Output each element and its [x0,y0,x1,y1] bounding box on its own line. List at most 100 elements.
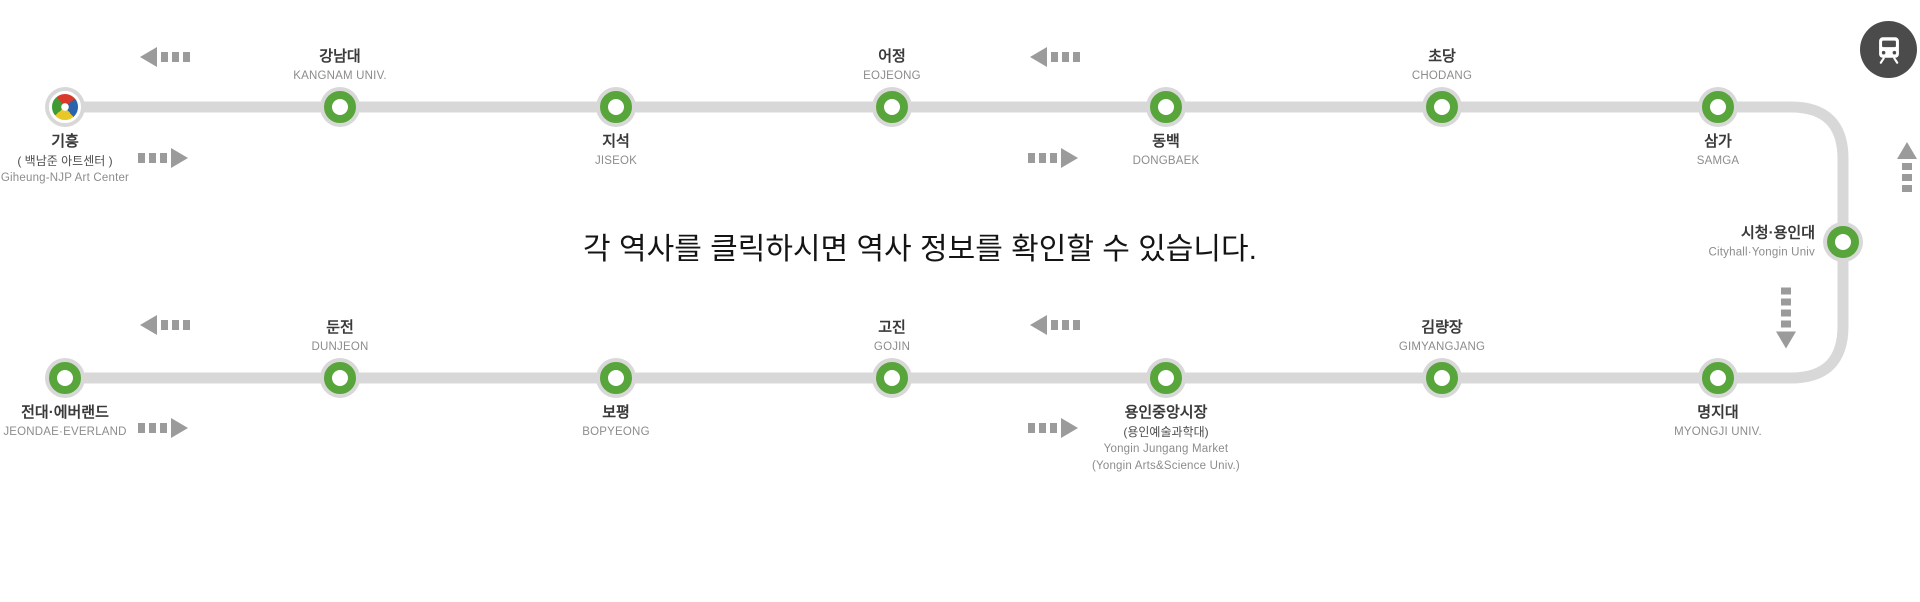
station-label-line: 어정 [878,48,906,65]
station-label-myongji-univ: 명지대 MYONGJI UNIV. [1674,402,1762,441]
arrow-dash [1781,298,1791,306]
station-label-line: Cityhall·Yongin Univ [1708,246,1815,259]
station-marker-kangnam-univ[interactable] [324,91,356,123]
station-marker-jiseok[interactable] [600,91,632,123]
station-label-line: 용인중앙시장 [1124,404,1208,421]
arrow-dash [172,320,179,330]
station-marker-samga[interactable] [1702,91,1734,123]
arrow-dash [1050,153,1057,163]
arrow-dash [149,423,156,433]
station-label-line: 강남대 [319,48,361,65]
station-marker-yongin-jungang-market[interactable] [1150,362,1182,394]
station-label-line: 기흥 [51,133,79,150]
station-marker-jeondae-everland[interactable] [49,362,81,394]
station-label-chodang: 초당 CHODANG [1412,46,1472,85]
station-marker-gojin[interactable] [876,362,908,394]
arrow-dash [172,52,179,62]
station-label-line: 고진 [878,319,906,336]
station-label-line: 삼가 [1704,133,1732,150]
arrow-dash [1039,153,1046,163]
station-label-line: (용인예술과학대) [1123,424,1209,439]
station-label-giheung: 기흥 ( 백남준 아트센터 ) Giheung-NJP Art Center [1,131,129,187]
arrow-dash [1051,52,1058,62]
arrow-dash [183,320,190,330]
station-label-line: SAMGA [1696,154,1740,167]
station-label-line: DUNJEON [311,340,369,353]
station-label-line: CHODANG [1411,69,1473,82]
station-label-samga: 삼가 SAMGA [1697,131,1740,170]
station-marker-cityhall-yongin-univ[interactable] [1827,226,1859,258]
station-marker-chodang[interactable] [1426,91,1458,123]
direction-arrow-left-6 [140,315,190,335]
direction-arrow-right-7 [138,418,188,438]
arrowhead-right [1061,148,1078,168]
direction-arrow-right-9 [1028,418,1078,438]
station-label-line: Yongin Jungang Market [1103,442,1229,455]
arrow-dash [1073,320,1080,330]
direction-arrow-right-3 [1028,148,1078,168]
arrow-dash [1902,174,1912,181]
arrowhead-up [1897,142,1917,159]
arrowhead-right [171,418,188,438]
arrow-dash [1781,287,1791,295]
arrow-dash [160,423,167,433]
arrow-dash [1062,52,1069,62]
station-label-line: 보평 [602,404,630,421]
station-label-gojin: 고진 GOJIN [874,317,910,356]
station-label-kangnam-univ: 강남대 KANGNAM UNIV. [293,46,387,85]
train-icon [1878,36,1899,64]
arrow-dash [161,52,168,62]
notice-text: 각 역사를 클릭하시면 역사 정보를 확인할 수 있습니다. [583,233,1257,266]
arrowhead-right [171,148,188,168]
arrow-dash [1050,423,1057,433]
station-label-line: JEONDAE·EVERLAND [3,425,127,438]
arrow-dash [1051,320,1058,330]
station-label-line: 명지대 [1697,404,1739,421]
station-marker-dunjeon[interactable] [324,362,356,394]
direction-arrow-left-0 [140,47,190,67]
arrowhead-right [1061,418,1078,438]
arrowhead-left [140,315,157,335]
station-label-line: ( 백남준 아트센터 ) [17,153,113,168]
arrow-dash [160,153,167,163]
direction-arrow-down-5 [1776,287,1796,349]
arrow-dash [1073,52,1080,62]
arrow-dash [1902,185,1912,192]
arrow-dash [138,153,145,163]
arrowhead-left [1030,315,1047,335]
arrow-dash [161,320,168,330]
station-label-line: KANGNAM UNIV. [293,69,387,82]
station-label-line: 둔전 [326,319,354,336]
station-marker-dongbaek[interactable] [1150,91,1182,123]
station-label-line: 동백 [1152,133,1180,150]
station-marker-myongji-univ[interactable] [1702,362,1734,394]
arrowhead-down [1776,331,1796,349]
arrow-dash [1028,153,1035,163]
station-marker-gimyangjang[interactable] [1426,362,1458,394]
station-label-line: GOJIN [873,340,911,353]
arrow-dash [183,52,190,62]
direction-arrow-up-4 [1897,142,1917,192]
arrowhead-left [1030,47,1047,67]
station-label-line: Giheung-NJP Art Center [0,171,130,184]
arrow-dash [1028,423,1035,433]
station-marker-eojeong[interactable] [876,91,908,123]
train-icon-button[interactable] [1860,21,1917,78]
station-label-cityhall-yongin-univ: 시청·용인대 Cityhall·Yongin Univ [1709,223,1816,262]
arrowhead-left [140,47,157,67]
station-label-line: 시청·용인대 [1741,224,1815,242]
station-label-yongin-jungang-market: 용인중앙시장 (용인예술과학대) Yongin Jungang Market (Yon… [1092,402,1240,475]
direction-arrow-right-1 [138,148,188,168]
station-marker-bopyeong[interactable] [600,362,632,394]
station-label-line: (Yongin Arts&Science Univ.) [1092,459,1240,472]
station-label-line: 초당 [1428,48,1456,65]
station-label-line: MYONGJI UNIV. [1674,425,1762,438]
station-marker-giheung[interactable] [49,91,81,123]
